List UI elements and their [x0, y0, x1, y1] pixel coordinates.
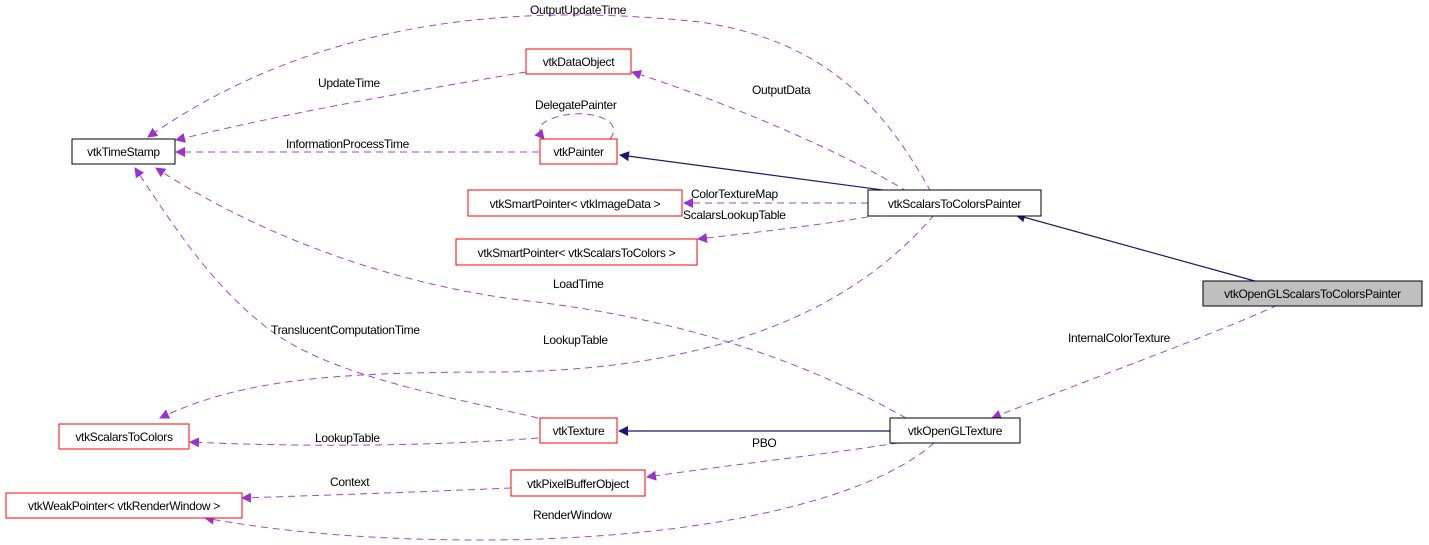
edge-pbo: [646, 442, 899, 481]
edge-translucent-computation-time: [134, 167, 539, 419]
edge-inherit-painter: [619, 151, 899, 193]
edge-lookup-table-s2c: [159, 214, 935, 419]
edge-output-update-time: [147, 14, 932, 193]
label-render-window: RenderWindow: [533, 508, 612, 522]
node-label: vtkTexture: [553, 424, 605, 438]
label-output-data: OutputData: [752, 83, 811, 97]
node-vtk-smart-pointer-scalars-to-colors[interactable]: vtkSmartPointer< vtkScalarsToColors >: [455, 238, 698, 266]
node-label: vtkPainter: [553, 145, 604, 159]
node-label: vtkSmartPointer< vtkImageData >: [490, 197, 661, 211]
node-vtk-opengl-texture[interactable]: vtkOpenGLTexture: [889, 417, 1021, 444]
edge-delegate-painter: [534, 113, 614, 140]
label-load-time: LoadTime: [553, 277, 604, 291]
node-label: vtkOpenGLTexture: [908, 424, 1003, 438]
node-vtk-smart-pointer-image-data[interactable]: vtkSmartPointer< vtkImageData >: [467, 189, 683, 217]
node-label: vtkTimeStamp: [87, 145, 160, 159]
edge-labels: OutputUpdateTime UpdateTime InformationP…: [271, 3, 1171, 522]
label-update-time: UpdateTime: [318, 76, 381, 90]
label-lookup-table-texture: LookupTable: [315, 431, 380, 445]
node-label: vtkDataObject: [543, 55, 615, 69]
node-vtk-scalars-to-colors-painter[interactable]: vtkScalarsToColorsPainter: [867, 189, 1042, 217]
label-translucent-computation-time: TranslucentComputationTime: [271, 323, 420, 337]
node-vtk-time-stamp[interactable]: vtkTimeStamp: [71, 138, 176, 165]
edge-render-window: [204, 442, 935, 541]
edge-lookup-table-texture: [189, 437, 539, 448]
node-vtk-pixel-buffer-object[interactable]: vtkPixelBufferObject: [510, 469, 646, 497]
node-label: vtkPixelBufferObject: [527, 477, 630, 491]
node-label: vtkScalarsToColors: [75, 430, 173, 444]
label-internal-color-texture: InternalColorTexture: [1068, 331, 1171, 345]
label-lookup-table-s2c: LookupTable: [543, 333, 608, 347]
nodes: vtkTimeStamp vtkDataObject vtkPainter vt…: [5, 48, 1423, 519]
label-information-process-time: InformationProcessTime: [286, 137, 410, 151]
label-color-texture-map: ColorTextureMap: [691, 187, 778, 201]
node-vtk-scalars-to-colors[interactable]: vtkScalarsToColors: [58, 423, 190, 450]
edge-context: [241, 487, 512, 503]
node-vtk-data-object[interactable]: vtkDataObject: [525, 48, 632, 75]
edge-output-data: [631, 69, 909, 193]
node-vtk-weak-pointer-render-window[interactable]: vtkWeakPointer< vtkRenderWindow >: [5, 492, 243, 519]
edge-inherit-s2cpainter: [1015, 212, 1263, 284]
node-label: vtkScalarsToColorsPainter: [888, 197, 1022, 211]
label-output-update-time: OutputUpdateTime: [530, 3, 627, 17]
label-delegate-painter: DelegatePainter: [535, 98, 617, 112]
node-vtk-painter[interactable]: vtkPainter: [539, 138, 618, 165]
node-label: vtkSmartPointer< vtkScalarsToColors >: [478, 246, 676, 260]
edge-internal-color-texture: [991, 304, 1279, 420]
edge-update-time: [175, 71, 527, 143]
label-context: Context: [330, 475, 370, 489]
node-label: vtkWeakPointer< vtkRenderWindow >: [28, 499, 220, 513]
label-scalars-lookup-table: ScalarsLookupTable: [683, 208, 786, 222]
label-pbo: PBO: [752, 436, 776, 450]
edge-scalars-lookup-table: [697, 214, 881, 243]
node-vtk-opengl-scalars-to-colors-painter[interactable]: vtkOpenGLScalarsToColorsPainter: [1202, 280, 1423, 307]
edge-load-time: [155, 167, 907, 419]
node-vtk-texture[interactable]: vtkTexture: [539, 417, 618, 444]
edges: [134, 14, 1279, 541]
node-label: vtkOpenGLScalarsToColorsPainter: [1224, 287, 1401, 301]
